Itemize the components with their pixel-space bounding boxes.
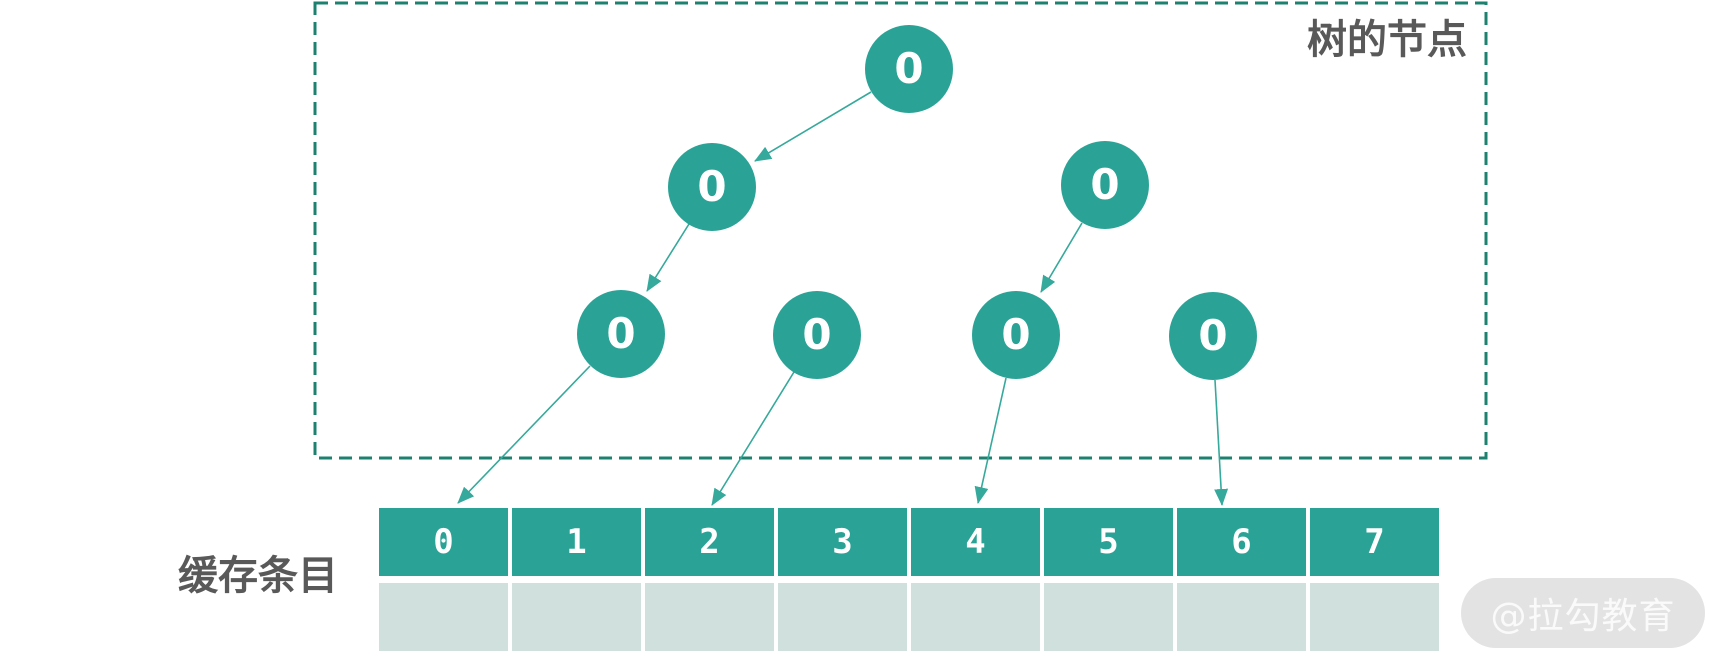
tree-boundary-dashed-box bbox=[313, 1, 1488, 460]
cache-cell-7: 7 bbox=[1310, 508, 1439, 576]
cache-index-row: 0 1 2 3 4 5 6 7 bbox=[379, 508, 1439, 576]
watermark-text: @拉勾教育 bbox=[1490, 596, 1676, 637]
tree-node-right: 0 bbox=[1061, 141, 1149, 229]
tree-node-right-left: 0 bbox=[972, 291, 1060, 379]
edge-leaf-ll-to-cell-0 bbox=[457, 365, 591, 504]
edge-leaf-rl-to-cell-4 bbox=[974, 377, 1007, 504]
node-value: 0 bbox=[1090, 160, 1120, 209]
cache-slot-3 bbox=[778, 583, 907, 651]
cache-cell-0: 0 bbox=[379, 508, 508, 576]
tree-node-root: 0 bbox=[865, 25, 953, 113]
tree-node-right-right: 0 bbox=[1169, 292, 1257, 380]
cache-slot-7 bbox=[1310, 583, 1439, 651]
cache-region-label: 缓存条目 bbox=[178, 553, 338, 599]
cache-table: 0 1 2 3 4 5 6 7 bbox=[379, 508, 1439, 651]
cache-cell-6: 6 bbox=[1177, 508, 1306, 576]
node-value: 0 bbox=[1001, 310, 1031, 359]
edge-leaf-rr-to-cell-6 bbox=[1214, 379, 1229, 506]
cache-slot-6 bbox=[1177, 583, 1306, 651]
edge-left-to-leftleft bbox=[646, 223, 690, 292]
cache-slot-4 bbox=[911, 583, 1040, 651]
node-value: 0 bbox=[802, 310, 832, 359]
edge-leaf-lr-to-cell-2 bbox=[711, 371, 795, 506]
tree-node-left: 0 bbox=[668, 143, 756, 231]
node-value: 0 bbox=[1198, 311, 1228, 360]
node-value: 0 bbox=[697, 162, 727, 211]
cache-cell-4: 4 bbox=[911, 508, 1040, 576]
cache-cell-2: 2 bbox=[645, 508, 774, 576]
node-value: 0 bbox=[606, 309, 636, 358]
cache-cell-3: 3 bbox=[778, 508, 907, 576]
edge-right-to-rightleft bbox=[1040, 222, 1083, 293]
cache-cell-5: 5 bbox=[1044, 508, 1173, 576]
cache-cell-1: 1 bbox=[512, 508, 641, 576]
cache-slot-row bbox=[379, 583, 1439, 651]
cache-slot-1 bbox=[512, 583, 641, 651]
node-value: 0 bbox=[894, 44, 924, 93]
tree-node-left-right: 0 bbox=[773, 291, 861, 379]
tree-region-label: 树的节点 bbox=[1307, 17, 1467, 63]
cache-slot-0 bbox=[379, 583, 508, 651]
watermark-badge: @拉勾教育 bbox=[1461, 578, 1705, 648]
cache-slot-5 bbox=[1044, 583, 1173, 651]
tree-node-left-left: 0 bbox=[577, 290, 665, 378]
edge-root-to-left-child bbox=[754, 91, 872, 162]
cache-slot-2 bbox=[645, 583, 774, 651]
